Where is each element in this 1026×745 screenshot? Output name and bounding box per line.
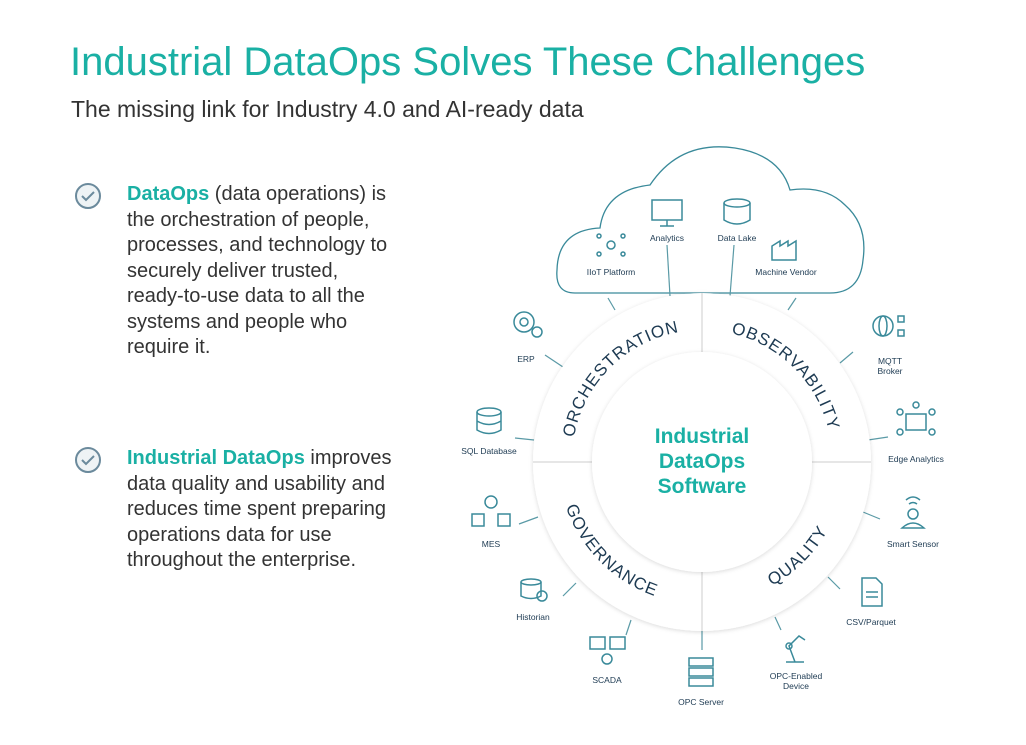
erp-label: ERP xyxy=(517,354,535,364)
check-circle-icon xyxy=(75,447,101,473)
erp-gear-icon xyxy=(513,311,543,338)
smart-sensor-label: Smart Sensor xyxy=(887,539,939,549)
data-lake-icon xyxy=(723,198,751,225)
analytics-icon xyxy=(651,199,683,227)
connector-arrows xyxy=(514,244,889,650)
machine-vendor-icon xyxy=(771,239,797,261)
scada-label: SCADA xyxy=(592,675,622,685)
historian-label: Historian xyxy=(516,612,550,622)
smart-sensor-icon xyxy=(900,496,926,529)
file-icon xyxy=(861,577,883,607)
bullet-bold: Industrial DataOps xyxy=(127,447,305,469)
inner-circle xyxy=(592,352,812,572)
analytics-label: Analytics xyxy=(650,233,684,243)
sql-database-label: SQL Database xyxy=(461,446,517,456)
center-line-2: DataOps xyxy=(659,450,745,473)
edge-analytics-icon xyxy=(896,401,936,436)
csv-parquet-label: CSV/Parquet xyxy=(846,617,896,627)
robot-arm-icon xyxy=(785,635,806,663)
database-icon xyxy=(476,407,502,435)
bullet-bold: DataOps xyxy=(127,183,210,205)
mqtt-label-2: Broker xyxy=(877,366,902,376)
edge-analytics-label: Edge Analytics xyxy=(888,454,944,464)
bullet-text: (data operations) is the orchestration o… xyxy=(127,183,388,358)
mqtt-label-1: MQTT xyxy=(878,356,902,366)
machine-vendor-label: Machine Vendor xyxy=(755,267,817,277)
historian-icon xyxy=(520,578,548,602)
cloud-shape xyxy=(556,146,865,294)
center-line-1: Industrial xyxy=(655,425,750,448)
data-lake-label: Data Lake xyxy=(718,233,757,243)
mqtt-broker-icon xyxy=(872,315,905,337)
mes-icon xyxy=(471,495,511,527)
iiot-platform-label: IIoT Platform xyxy=(587,267,636,277)
iiot-platform-icon xyxy=(596,233,626,257)
page-subtitle: The missing link for Industry 4.0 and AI… xyxy=(71,96,584,122)
opc-device-label-2: Device xyxy=(783,681,809,691)
scada-icon xyxy=(589,636,626,665)
mes-label: MES xyxy=(482,539,501,549)
opc-device-label-1: OPC-Enabled xyxy=(770,671,823,681)
bullet-text: improves data quality and usability and … xyxy=(127,447,392,571)
check-circle-icon xyxy=(75,183,101,209)
center-line-3: Software xyxy=(658,475,747,498)
opc-server-icon xyxy=(688,657,714,687)
opc-server-label: OPC Server xyxy=(678,697,724,707)
page-title: Industrial DataOps Solves These Challeng… xyxy=(70,40,866,84)
